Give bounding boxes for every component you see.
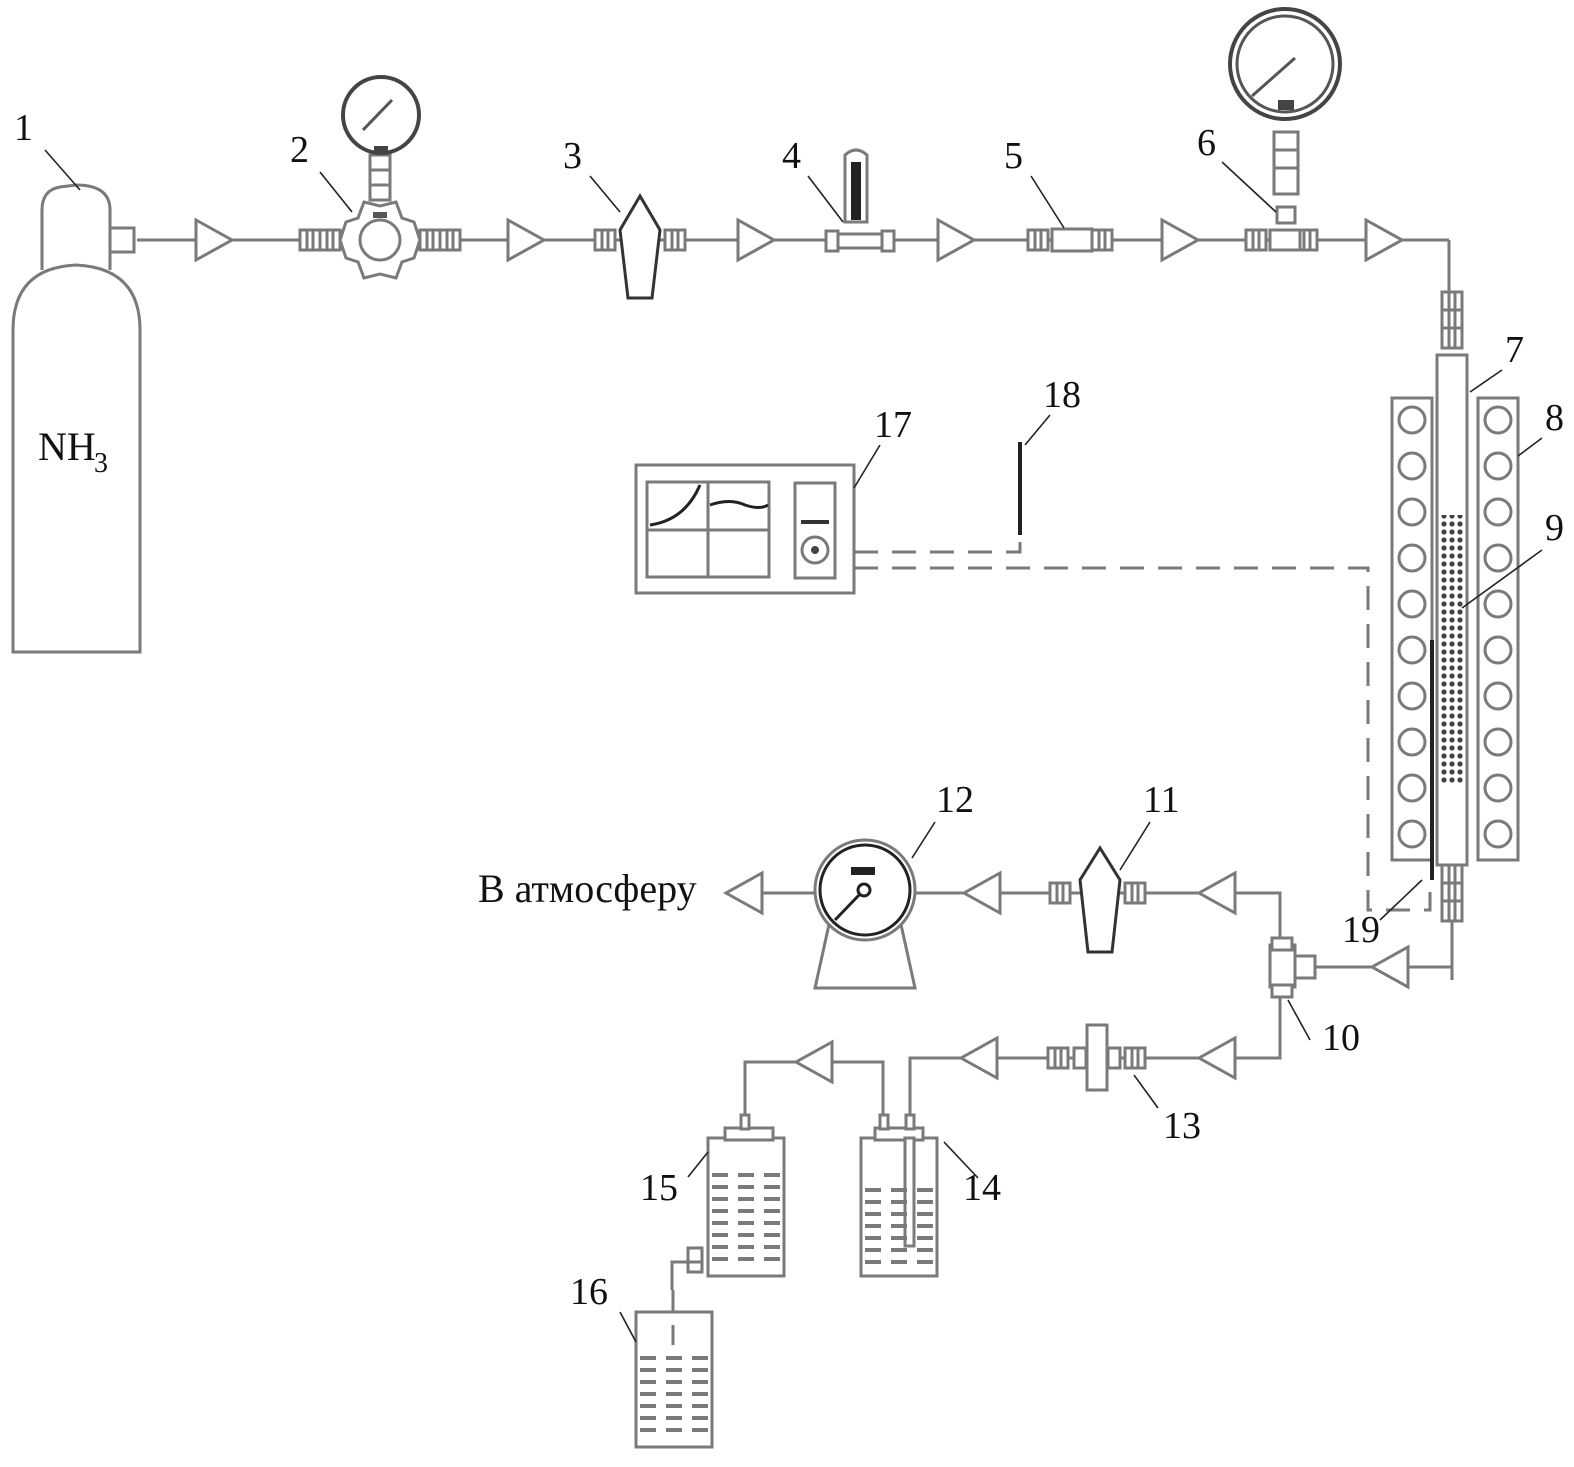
callout-number: 10	[1322, 1017, 1360, 1059]
cylinder-gas-subscript: 3	[94, 448, 108, 479]
callout-number: 4	[782, 135, 801, 177]
callout-leader	[1461, 549, 1543, 609]
callout-number: 19	[1342, 909, 1380, 951]
temperature-controller	[634, 463, 856, 595]
flow-arrow-icon	[1197, 871, 1237, 915]
callout-leader	[1379, 879, 1423, 921]
cross-fitting	[1268, 936, 1317, 999]
flow-arrow-icon	[1370, 945, 1410, 989]
callout-leader	[687, 1151, 709, 1178]
filter	[1048, 845, 1147, 954]
callout-number: 17	[874, 404, 912, 446]
flow-arrow-icon	[962, 871, 1002, 915]
flow-arrow-icon	[506, 218, 546, 262]
callout-leader	[1119, 821, 1151, 871]
flow-arrow-icon	[194, 218, 234, 262]
signal-wire	[854, 535, 1022, 554]
absorber-bottle	[706, 1113, 786, 1278]
reactor-tube	[1435, 290, 1469, 980]
pressure-gauge-tee	[1228, 7, 1342, 252]
filter	[593, 193, 687, 300]
callout-number: 2	[290, 129, 309, 171]
furnace	[1390, 396, 1520, 862]
callout-number: 13	[1163, 1105, 1201, 1147]
callout-leader	[1221, 161, 1277, 213]
callout-number: 1	[14, 107, 33, 149]
callout-number: 15	[640, 1167, 678, 1209]
callout-number: 12	[936, 779, 974, 821]
callout-leader	[1287, 999, 1311, 1041]
callout-leader	[319, 171, 353, 213]
cylinder-gas-label: NH	[38, 424, 96, 469]
callout-leader	[619, 1311, 637, 1343]
pressure-gauge-icon	[341, 75, 421, 155]
callout-number: 8	[1545, 397, 1564, 439]
check-valve	[1026, 227, 1114, 253]
flow-arrow-icon	[724, 871, 764, 915]
flow-arrow-icon	[1197, 1036, 1237, 1080]
flow-arrow-icon	[794, 1040, 834, 1084]
callout-leader	[943, 1141, 979, 1179]
callout-number: 6	[1197, 122, 1216, 164]
callout-leader	[1517, 437, 1543, 457]
outlet-label: В атмосферу	[478, 866, 697, 911]
flow-arrow-icon	[1364, 218, 1404, 262]
flowmeter	[824, 148, 896, 253]
callout-leader	[807, 175, 844, 223]
callout-number: 3	[563, 135, 582, 177]
gas-cylinder: NH 3	[11, 183, 142, 654]
callout-number: 14	[963, 1167, 1001, 1209]
callout-leader	[1469, 369, 1503, 393]
callout-number: 7	[1505, 329, 1524, 371]
flow-arrow-icon	[1160, 218, 1200, 262]
valve	[1046, 1023, 1147, 1092]
callout-leader	[853, 444, 881, 489]
callout-leader	[44, 149, 81, 191]
callout-leader	[1024, 414, 1051, 446]
callout-number: 11	[1143, 779, 1180, 821]
catalyst-bed	[1439, 515, 1465, 783]
collection-vessel	[634, 1246, 714, 1449]
callout-leader	[1133, 1074, 1159, 1109]
callout-number: 5	[1004, 135, 1023, 177]
signal-wire	[854, 566, 1432, 912]
callout-leader	[911, 821, 936, 859]
callout-leader	[1030, 175, 1065, 229]
callout-leader	[589, 175, 621, 213]
callout-number: 9	[1545, 507, 1564, 549]
flow-arrow-icon	[736, 218, 776, 262]
gas-meter	[813, 838, 917, 990]
absorber-bottle	[859, 1113, 939, 1278]
pressure-regulator	[298, 75, 462, 280]
flow-arrow-icon	[936, 218, 976, 262]
callout-number: 18	[1043, 374, 1081, 416]
flow-arrow-icon	[959, 1036, 999, 1080]
callout-number: 16	[570, 1271, 608, 1313]
